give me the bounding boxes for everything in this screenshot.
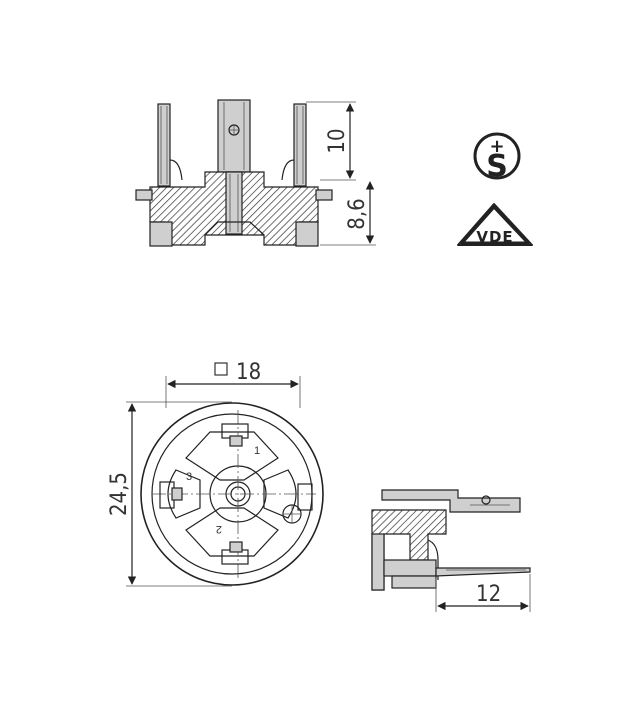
dimension-18: 18 xyxy=(165,360,301,408)
dimension-10: 10 xyxy=(306,101,356,181)
pin-label-3: 3 xyxy=(186,471,192,483)
square-symbol-icon xyxy=(214,362,228,376)
contact-clip-3 xyxy=(159,481,183,509)
right-pin xyxy=(281,103,307,187)
body-section xyxy=(135,171,333,247)
s-mark-symbol: S xyxy=(486,149,508,184)
contact-clip-1 xyxy=(221,423,249,447)
dimension-10-label: 10 xyxy=(325,128,350,153)
pin-label-1: 1 xyxy=(254,445,260,457)
dimension-12-label: 12 xyxy=(476,582,501,607)
s-mark-plus: + xyxy=(489,136,504,157)
dimension-18-label: 18 xyxy=(236,360,261,385)
dimension-8-6-label: 8,6 xyxy=(345,198,370,229)
contact-clip-2 xyxy=(221,541,249,565)
vde-mark-icon: VDE xyxy=(457,203,533,246)
side-view: 12 xyxy=(371,489,531,612)
front-view: 1 3 2 18 24,5 xyxy=(107,360,324,587)
top-view: 10 8,6 xyxy=(135,99,376,247)
dimension-24-5: 24,5 xyxy=(107,401,232,587)
dimension-12: 12 xyxy=(435,574,531,612)
center-pin xyxy=(217,99,251,173)
left-pin xyxy=(157,103,183,187)
vde-label: VDE xyxy=(476,228,513,246)
pin-label-2: 2 xyxy=(216,523,222,535)
dimension-24-5-label: 24,5 xyxy=(107,472,132,516)
earth-screw-icon xyxy=(282,483,313,524)
s-mark-icon: S + xyxy=(473,132,521,184)
dimension-8-6: 8,6 xyxy=(320,181,376,246)
